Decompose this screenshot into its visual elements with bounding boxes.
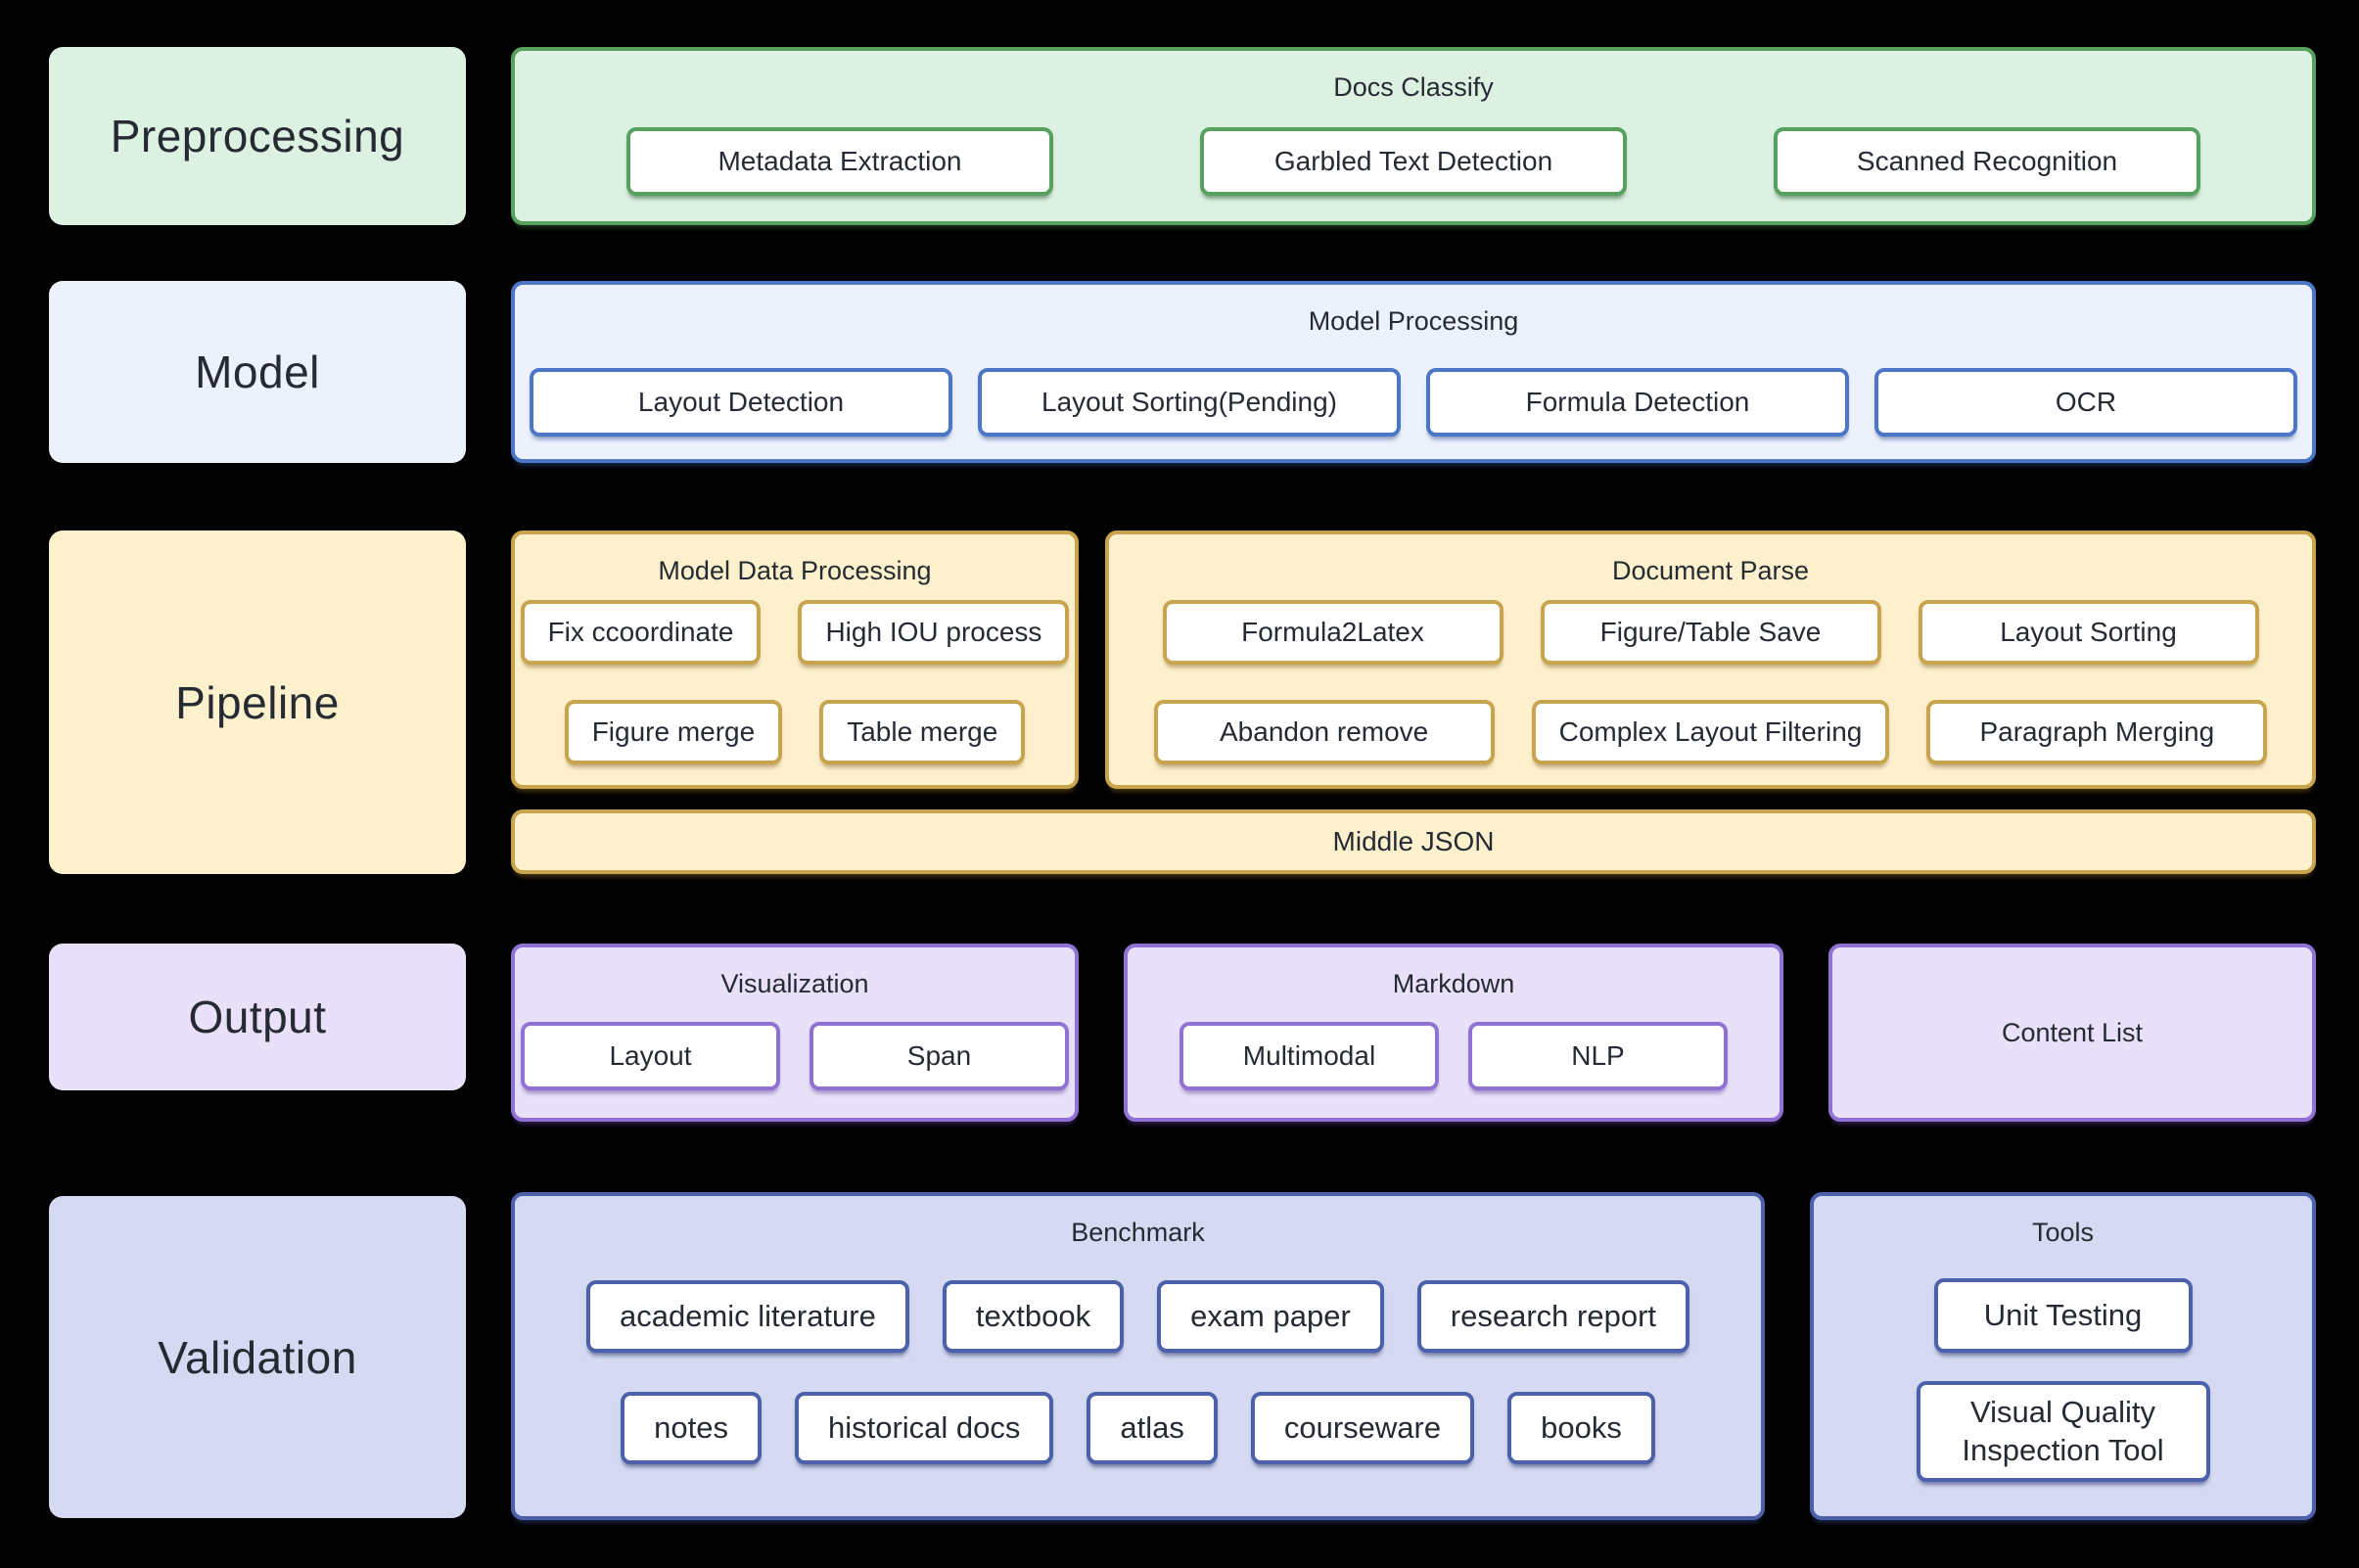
node-multimodal: Multimodal [1180,1022,1439,1090]
visualization-panel: Visualization Layout Span [511,944,1079,1122]
model-processing-panel: Model Processing Layout Detection Layout… [511,281,2316,463]
node-books: books [1507,1392,1655,1464]
row-label-model: Model [49,281,466,463]
model-processing-items: Layout Detection Layout Sorting(Pending)… [515,368,2312,437]
model-data-processing-title: Model Data Processing [658,556,932,585]
node-courseware: courseware [1250,1392,1475,1464]
node-visual-quality-inspection-tool: Visual Quality Inspection Tool [1916,1381,2210,1482]
document-parse-title: Document Parse [1611,556,1810,585]
content-list-panel: Content List [1828,944,2316,1122]
docs-classify-panel: Docs Classify Metadata Extraction Garble… [511,47,2316,225]
output-row: Output Visualization Layout Span Markdow… [49,944,2316,1122]
model-row: Model Model Processing Layout Detection … [49,281,2316,463]
node-complex-layout-filtering: Complex Layout Filtering [1531,700,1890,764]
pipeline-content: Model Data Processing Fix ccoordinate Hi… [511,530,2316,874]
markdown-panel: Markdown Multimodal NLP [1124,944,1783,1122]
validation-row: Validation Benchmark academic literature… [49,1192,2316,1520]
benchmark-panel: Benchmark academic literature textbook e… [511,1192,1765,1520]
pipeline-row: Pipeline Model Data Processing Fix ccoor… [49,530,2316,874]
tools-items-row2: Visual Quality Inspection Tool [1814,1381,2312,1482]
node-research-report: research report [1416,1280,1690,1353]
node-exam-paper: exam paper [1157,1280,1384,1353]
document-parse-items-row1: Formula2Latex Figure/Table Save Layout S… [1109,600,2312,665]
node-high-iou-process: High IOU process [798,600,1070,665]
node-notes: notes [621,1392,762,1464]
node-unit-testing: Unit Testing [1933,1278,2193,1353]
node-scanned-recognition: Scanned Recognition [1774,127,2200,196]
node-atlas: atlas [1087,1392,1218,1464]
node-formula2latex: Formula2Latex [1162,600,1503,665]
model-processing-title: Model Processing [1308,306,1519,336]
benchmark-items-row2: notes historical docs atlas courseware b… [515,1392,1761,1464]
node-nlp: NLP [1468,1022,1728,1090]
visualization-items: Layout Span [515,1022,1075,1090]
node-abandon-remove: Abandon remove [1153,700,1495,764]
node-layout: Layout [521,1022,780,1090]
markdown-title: Markdown [1392,969,1515,998]
middle-json-label: Middle JSON [1332,826,1495,857]
node-layout-detection: Layout Detection [530,368,952,437]
node-fix-ccoordinate: Fix ccoordinate [520,600,762,665]
node-span: Span [809,1022,1069,1090]
row-label-validation: Validation [49,1196,466,1518]
content-list-title: Content List [2001,1017,2144,1047]
middle-json-bar: Middle JSON [511,809,2316,874]
node-textbook: textbook [942,1280,1125,1353]
model-data-processing-panel: Model Data Processing Fix ccoordinate Hi… [511,530,1079,790]
node-garbled-text-detection: Garbled Text Detection [1200,127,1627,196]
tools-panel: Tools Unit Testing Visual Quality Inspec… [1810,1192,2316,1520]
pipeline-top-panels: Model Data Processing Fix ccoordinate Hi… [511,530,2316,790]
row-label-pipeline: Pipeline [49,530,466,874]
docs-classify-title: Docs Classify [1333,72,1494,102]
benchmark-title: Benchmark [1071,1218,1205,1247]
model-data-processing-items-row2: Figure merge Table merge [515,700,1075,764]
benchmark-items-row1: academic literature textbook exam paper … [515,1280,1761,1353]
visualization-title: Visualization [720,969,869,998]
row-label-preprocessing: Preprocessing [49,47,466,225]
node-layout-sorting-pending: Layout Sorting(Pending) [978,368,1401,437]
preprocessing-row: Preprocessing Docs Classify Metadata Ext… [49,47,2316,225]
markdown-items: Multimodal NLP [1128,1022,1780,1090]
node-academic-literature: academic literature [585,1280,909,1353]
docs-classify-items: Metadata Extraction Garbled Text Detecti… [515,127,2312,196]
node-layout-sorting: Layout Sorting [1918,600,2259,665]
node-historical-docs: historical docs [794,1392,1054,1464]
document-parse-items-row2: Abandon remove Complex Layout Filtering … [1109,700,2312,764]
row-label-output: Output [49,944,466,1090]
node-metadata-extraction: Metadata Extraction [626,127,1053,196]
node-figure-table-save: Figure/Table Save [1540,600,1881,665]
document-parse-panel: Document Parse Formula2Latex Figure/Tabl… [1105,530,2316,790]
node-table-merge: Table merge [819,700,1026,764]
node-figure-merge: Figure merge [564,700,783,764]
model-data-processing-items-row1: Fix ccoordinate High IOU process [515,600,1075,665]
node-paragraph-merging: Paragraph Merging [1926,700,2268,764]
node-ocr: OCR [1874,368,2297,437]
node-formula-detection: Formula Detection [1426,368,1849,437]
tools-title: Tools [2031,1218,2095,1247]
tools-items-row1: Unit Testing [1814,1278,2312,1353]
